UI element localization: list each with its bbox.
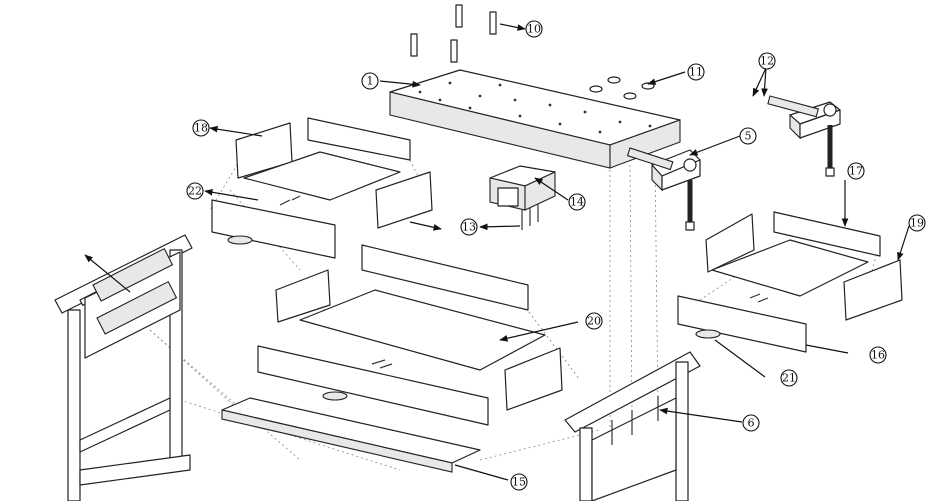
callout-label: 13 bbox=[462, 221, 476, 234]
callout-label: 15 bbox=[512, 476, 526, 489]
callout-label: 5 bbox=[745, 130, 752, 143]
callout-19: 19 bbox=[908, 214, 926, 232]
callout-label: 20 bbox=[587, 315, 601, 328]
callout-12: 12 bbox=[758, 52, 776, 70]
bench-dogs bbox=[410, 4, 497, 63]
callout-18: 18 bbox=[192, 119, 210, 137]
callout-1: 1 bbox=[361, 72, 379, 90]
callout-10: 10 bbox=[525, 20, 543, 38]
callout-22: 22 bbox=[186, 182, 204, 200]
bench-dog-caps bbox=[589, 76, 655, 100]
callout-label: 18 bbox=[194, 122, 208, 135]
front-vise bbox=[626, 147, 701, 231]
callout-leaders bbox=[84, 23, 910, 481]
callout-label: 1 bbox=[367, 75, 374, 88]
callout-6: 6 bbox=[742, 414, 760, 432]
callout-label: 14 bbox=[570, 196, 584, 209]
right-leg-frame bbox=[564, 351, 701, 501]
left-leg-frame bbox=[54, 234, 193, 501]
vise-bracket bbox=[489, 165, 556, 211]
callout-21: 21 bbox=[780, 369, 798, 387]
callout-13: 13 bbox=[460, 218, 478, 236]
callout-label: 22 bbox=[188, 185, 202, 198]
bracket-screws bbox=[521, 204, 539, 230]
callout-label: 17 bbox=[849, 165, 863, 178]
shelf-board bbox=[221, 397, 481, 473]
callout-5: 5 bbox=[739, 127, 757, 145]
callout-11: 11 bbox=[687, 63, 705, 81]
callout-15: 15 bbox=[510, 473, 528, 491]
callout-label: 21 bbox=[782, 372, 796, 385]
callout-20: 20 bbox=[585, 312, 603, 330]
callout-label: 12 bbox=[760, 55, 774, 68]
callout-14: 14 bbox=[568, 193, 586, 211]
callout-label: 16 bbox=[871, 349, 885, 362]
top-holes bbox=[418, 81, 652, 134]
callout-16: 16 bbox=[869, 346, 887, 364]
drawer-left bbox=[211, 117, 433, 259]
callout-label: 10 bbox=[527, 23, 541, 36]
end-vise bbox=[767, 95, 841, 177]
callout-label: 6 bbox=[748, 417, 755, 430]
drawer-middle bbox=[257, 244, 563, 426]
callout-label: 19 bbox=[910, 217, 924, 230]
drawer-right bbox=[677, 211, 903, 353]
callout-label: 11 bbox=[689, 66, 703, 79]
callout-17: 17 bbox=[847, 162, 865, 180]
